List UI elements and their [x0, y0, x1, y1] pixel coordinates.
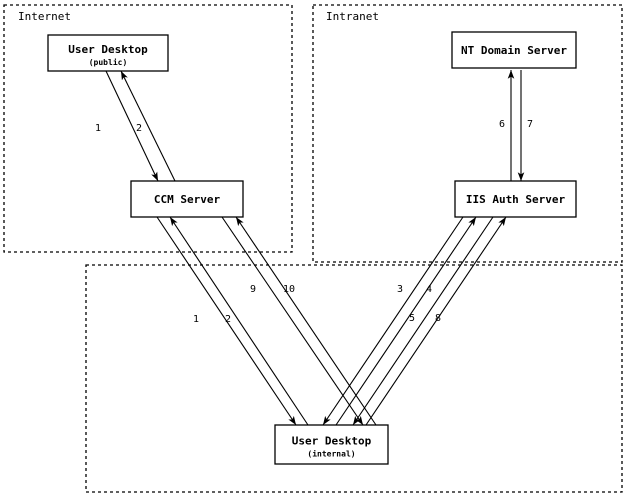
- flow-arrow-flow-2-internal: [169, 216, 309, 426]
- node-box-nt-domain-server: [451, 31, 577, 69]
- node-box-user-desktop-public: [47, 34, 169, 72]
- flow-step-label-flow-6: 6: [499, 119, 505, 130]
- zone-label-intranet: Intranet: [326, 10, 379, 23]
- flow-step-label-flow-3: 3: [397, 284, 403, 295]
- flow-step-label-flow-5: 5: [409, 313, 415, 324]
- flow-step-label-flow-2-public: 2: [136, 123, 142, 134]
- flow-step-label-flow-7: 7: [527, 119, 533, 130]
- flow-arrow-flow-2-public: [120, 70, 176, 182]
- flow-step-label-flow-8: 8: [435, 313, 441, 324]
- node-title-nt-domain-server: NT Domain Server: [461, 44, 567, 57]
- flow-arrow-flow-10: [235, 216, 377, 426]
- flow-step-labels-layer: 1 2 1 2 3 4 5 8 6 7 9 10: [95, 119, 533, 325]
- zone-boundary-internal: [85, 264, 623, 493]
- node-subtitle-user-desktop-internal: (internal): [307, 449, 355, 459]
- flow-arrow-flow-3: [322, 216, 464, 426]
- node-ccm-server[interactable]: CCM Server: [130, 180, 244, 218]
- flow-step-label-flow-9: 9: [250, 284, 256, 295]
- node-box-ccm-server: [130, 180, 244, 218]
- flow-arrow-flow-1-public: [105, 70, 159, 182]
- flow-step-label-flow-1-internal: 1: [193, 314, 199, 325]
- flow-arrows-layer: [105, 70, 525, 426]
- flow-step-label-flow-4: 4: [426, 284, 432, 295]
- node-title-iis-auth-server: IIS Auth Server: [466, 193, 566, 206]
- node-title-user-desktop-public: User Desktop: [68, 43, 148, 56]
- node-subtitle-user-desktop-public: (public): [89, 57, 128, 67]
- zone-boundary-intranet: [312, 4, 623, 263]
- zone-boundaries-layer: Internet Intranet: [3, 4, 623, 493]
- node-iis-auth-server[interactable]: IIS Auth Server: [454, 180, 577, 218]
- node-box-iis-auth-server: [454, 180, 577, 218]
- flow-step-label-flow-1-public: 1: [95, 123, 101, 134]
- flow-arrow-flow-1-internal: [156, 216, 297, 426]
- node-user-desktop-internal[interactable]: User Desktop(internal): [274, 424, 389, 465]
- zone-boundary-internet: [3, 4, 293, 253]
- flow-arrow-flow-8: [365, 216, 507, 426]
- flow-step-label-flow-2-internal: 2: [225, 314, 231, 325]
- zone-label-internet: Internet: [18, 10, 71, 23]
- flow-arrow-flow-4: [335, 216, 477, 426]
- flow-step-label-flow-10: 10: [283, 284, 295, 295]
- flow-arrow-flow-5: [352, 216, 494, 426]
- flow-arrow-flow-9: [221, 216, 364, 426]
- node-title-user-desktop-internal: User Desktop: [292, 435, 372, 448]
- node-nt-domain-server[interactable]: NT Domain Server: [451, 31, 577, 69]
- node-user-desktop-public[interactable]: User Desktop(public): [47, 34, 169, 72]
- node-title-ccm-server: CCM Server: [154, 193, 221, 206]
- node-box-user-desktop-internal: [274, 424, 389, 465]
